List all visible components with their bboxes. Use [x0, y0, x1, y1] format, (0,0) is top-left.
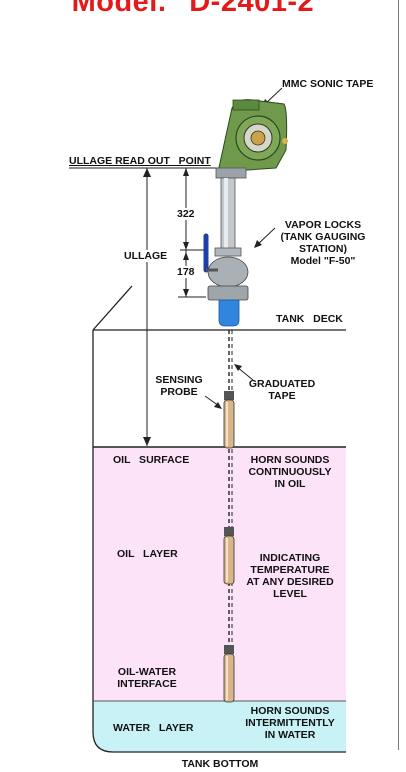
sensing-probe-1 [223, 391, 235, 449]
sensor-tip [218, 299, 240, 327]
ball-valve [207, 256, 249, 288]
water-region [93, 701, 346, 752]
oil-surface-label: OIL SURFACE [113, 454, 190, 466]
oil-water-interface-label: OIL-WATER INTERFACE [117, 666, 177, 690]
sonic-tape-label: MMC SONIC TAPE [282, 78, 374, 90]
vapor-locks-leader [256, 227, 276, 246]
diagram-title: Model. "D-2401-2" [71, 0, 329, 18]
sensing-probe-2 [223, 527, 235, 585]
tank-deck-label: TANK DECK [276, 313, 343, 325]
sensing-probe-label: SENSING PROBE [155, 374, 203, 398]
water-layer-label: WATER LAYER [113, 722, 194, 734]
vapor-locks-label: VAPOR LOCKS (TANK GAUGING STATION) Model… [280, 219, 366, 267]
graduated-tape-leader [236, 366, 254, 381]
tank-deck-slant [92, 285, 133, 331]
oil-layer-label: OIL LAYER [117, 548, 178, 560]
ullage-label: ULLAGE [123, 250, 169, 262]
indicating-temp-label: INDICATING TEMPERATURE AT ANY DESIRED LE… [246, 552, 334, 600]
horn-intermittent-label: HORN SOUNDS INTERMITTENTLY IN WATER [245, 705, 335, 741]
horn-continuous-label: HORN SOUNDS CONTINUOUSLY IN OIL [248, 454, 332, 490]
graduated-tape-label: GRADUATED TAPE [248, 378, 316, 402]
tank-outline [92, 330, 346, 753]
sensing-probe-3 [223, 645, 235, 703]
dim-178-label: 178 [175, 266, 197, 278]
tank-bottom-label: TANK BOTTOM [181, 758, 259, 770]
dim-322-label: 322 [175, 208, 197, 220]
sonic-tape-gauge [215, 99, 288, 179]
sonic-tape-leader [264, 87, 283, 105]
ullage-readout-label: ULLAGE READ OUT POINT [69, 155, 211, 167]
oil-region [93, 447, 346, 701]
right-border-line [398, 0, 399, 750]
